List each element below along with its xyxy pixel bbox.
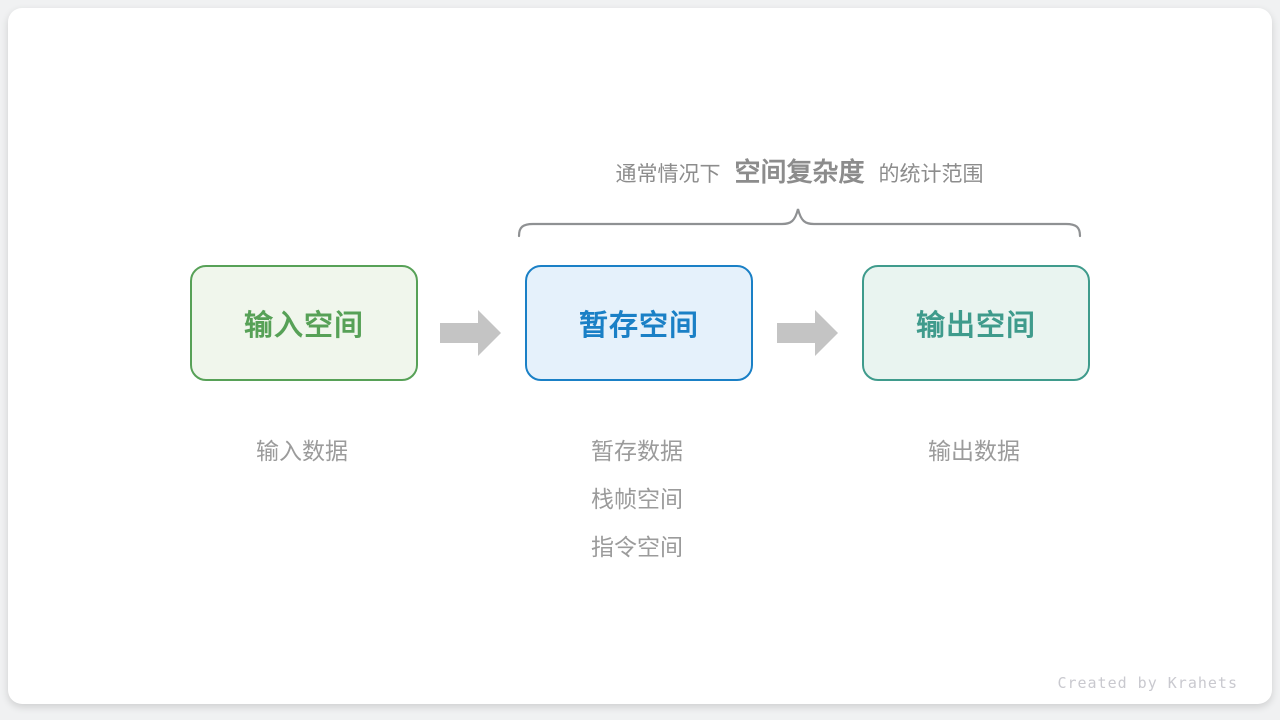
arrow-right-shape <box>440 310 501 356</box>
output-space-note: 输出数据 <box>928 438 1020 464</box>
annotation-highlight: 空间复杂度 <box>734 157 865 187</box>
buffer-space-note-2: 栈帧空间 <box>591 486 683 512</box>
annotation-prefix: 通常情况下 <box>615 163 721 186</box>
curly-brace-path <box>517 208 1082 238</box>
buffer-space-box: 暂存空间 <box>525 265 753 381</box>
annotation-suffix: 的统计范围 <box>878 163 984 186</box>
output-space-box: 输出空间 <box>862 265 1090 381</box>
buffer-space-note-1: 暂存数据 <box>591 438 683 464</box>
diagram-card: 通常情况下 空间复杂度 的统计范围 输入空间 暂存空间 输出空间 输入数据 <box>8 8 1272 704</box>
output-space-label: 输出空间 <box>915 310 1036 342</box>
credit-text: Created by Krahets <box>1057 674 1238 692</box>
curly-brace-icon <box>517 208 1082 238</box>
arrow-right-icon <box>440 310 501 356</box>
buffer-space-note-3: 指令空间 <box>591 534 683 560</box>
input-space-box: 输入空间 <box>190 265 418 381</box>
input-space-label: 输入空间 <box>243 310 364 342</box>
brace-annotation: 通常情况下 空间复杂度 的统计范围 <box>517 152 1082 190</box>
arrow-right-icon <box>777 310 838 356</box>
arrow-right-shape <box>777 310 838 356</box>
input-space-note: 输入数据 <box>256 438 348 464</box>
buffer-space-label: 暂存空间 <box>578 310 699 342</box>
